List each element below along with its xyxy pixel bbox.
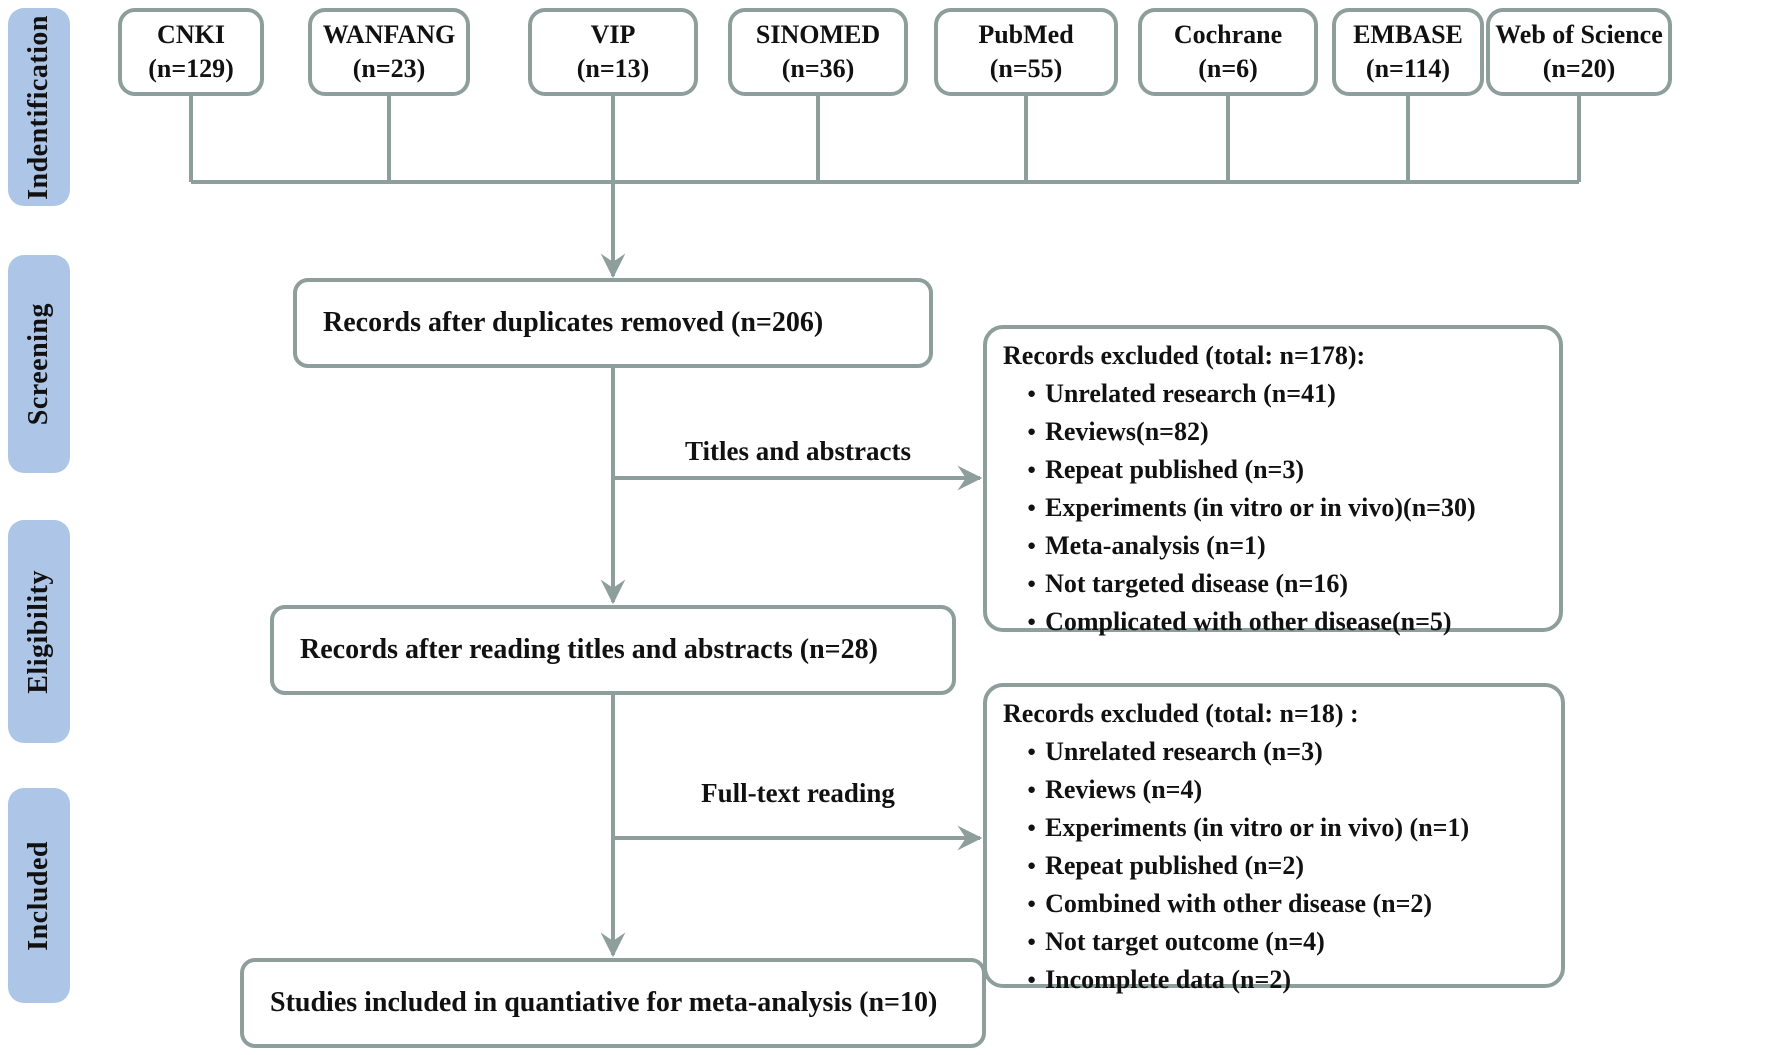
source-count: (n=129) [148, 54, 234, 83]
exclusion1-item: Repeat published (n=3) [1027, 451, 1551, 489]
source-box-vip: VIP (n=13) [528, 8, 698, 96]
exclusion2-title: Records excluded (total: n=18) : [1003, 699, 1359, 728]
stage-identification-label: Indentification [23, 14, 54, 200]
stage-eligibility-label: Eligibility [23, 569, 54, 694]
exclusion-box-1: Records excluded (total: n=178): Unrelat… [983, 325, 1563, 636]
exclusion2-item: Incomplete data (n=2) [1027, 961, 1553, 999]
included-studies-text: Studies included in quantiative for meta… [270, 987, 938, 1018]
exclusion2-item: Combined with other disease (n=2) [1027, 885, 1553, 923]
stage-screening: Screening [8, 255, 70, 473]
source-name: SINOMED [755, 20, 881, 50]
exclusion2-item: Reviews (n=4) [1027, 771, 1553, 809]
exclusion1-item: Meta-analysis (n=1) [1027, 527, 1551, 565]
source-name: WANFANG [322, 20, 456, 50]
source-name: PubMed [978, 20, 1074, 50]
source-count: (n=55) [989, 54, 1063, 83]
fulltext-reading-label: Full-text reading [701, 778, 895, 808]
duplicates-removed-box: Records after duplicates removed (n=206) [293, 278, 933, 368]
source-name: VIP [590, 20, 636, 50]
stage-eligibility: Eligibility [8, 520, 70, 743]
source-box-embase: EMBASE (n=114) [1332, 8, 1484, 96]
duplicates-removed-text: Records after duplicates removed (n=206) [323, 307, 824, 338]
source-box-cnki: CNKI (n=129) [118, 8, 264, 96]
exclusion1-item: Reviews(n=82) [1027, 413, 1551, 451]
source-count: (n=20) [1542, 54, 1616, 83]
source-count: (n=13) [576, 54, 650, 83]
stage-screening-label: Screening [23, 302, 54, 426]
stage-identification: Indentification [8, 8, 70, 206]
source-name: EMBASE [1353, 20, 1463, 50]
exclusion1-title: Records excluded (total: n=178): [1003, 341, 1366, 370]
source-count: (n=36) [781, 54, 855, 83]
source-count: (n=6) [1198, 54, 1258, 83]
source-box-pubmed: PubMed (n=55) [934, 8, 1118, 96]
titles-abstracts-label: Titles and abstracts [684, 436, 912, 466]
stage-included-label: Included [23, 840, 54, 951]
exclusion2-item: Not target outcome (n=4) [1027, 923, 1553, 961]
source-box-web-of-science: Web of Science (n=20) [1486, 8, 1672, 96]
source-box-sinomed: SINOMED (n=36) [728, 8, 908, 96]
included-studies-box: Studies included in quantiative for meta… [240, 958, 986, 1048]
stage-included: Included [8, 788, 70, 1003]
exclusion1-list: Unrelated research (n=41) Reviews(n=82) … [1003, 375, 1551, 641]
source-count: (n=23) [352, 54, 426, 83]
exclusion1-item: Unrelated research (n=41) [1027, 375, 1551, 413]
exclusion1-item: Complicated with other disease(n=5) [1027, 603, 1551, 641]
exclusion2-list: Unrelated research (n=3) Reviews (n=4) E… [1003, 733, 1553, 999]
exclusion2-item: Repeat published (n=2) [1027, 847, 1553, 885]
after-reading-text: Records after reading titles and abstrac… [300, 634, 878, 665]
source-name: Web of Science [1495, 20, 1663, 50]
exclusion2-item: Experiments (in vitro or in vivo) (n=1) [1027, 809, 1553, 847]
after-reading-box: Records after reading titles and abstrac… [270, 605, 956, 695]
source-name: CNKI [157, 20, 225, 50]
source-name: Cochrane [1173, 20, 1283, 50]
exclusion2-item: Unrelated research (n=3) [1027, 733, 1553, 771]
exclusion1-item: Not targeted disease (n=16) [1027, 565, 1551, 603]
source-box-cochrane: Cochrane (n=6) [1138, 8, 1318, 96]
exclusion1-item: Experiments (in vitro or in vivo)(n=30) [1027, 489, 1551, 527]
source-count: (n=114) [1365, 54, 1451, 83]
source-box-wanfang: WANFANG (n=23) [308, 8, 470, 96]
exclusion-box-2: Records excluded (total: n=18) : Unrelat… [983, 683, 1565, 994]
